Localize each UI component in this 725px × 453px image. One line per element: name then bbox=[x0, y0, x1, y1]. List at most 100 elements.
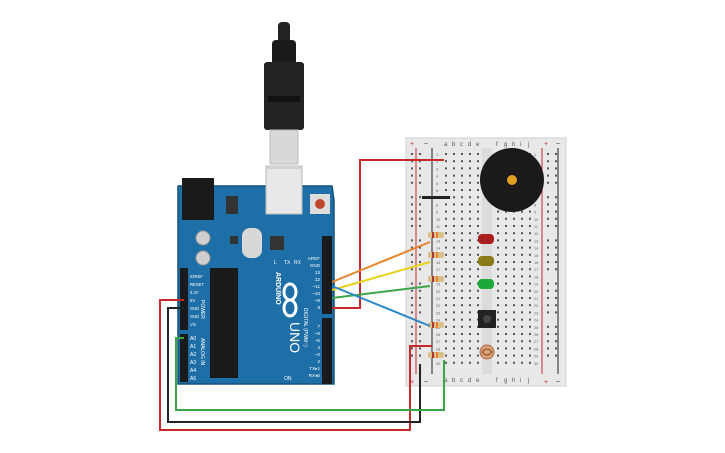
rail-hole bbox=[411, 210, 413, 213]
rail-hole bbox=[547, 239, 549, 242]
breadboard-hole bbox=[469, 174, 471, 177]
analog-pin-label: A0 bbox=[190, 336, 196, 342]
breadboard-hole bbox=[477, 268, 479, 271]
rail-hole bbox=[555, 210, 557, 213]
breadboard-hole bbox=[513, 304, 515, 307]
green-led bbox=[478, 279, 494, 289]
rail-hole bbox=[547, 225, 549, 227]
column-label: a bbox=[444, 142, 448, 148]
push-button bbox=[478, 310, 496, 328]
breadboard-hole bbox=[461, 217, 463, 220]
breadboard-hole bbox=[469, 196, 471, 199]
row-number: 11 bbox=[534, 225, 538, 229]
breadboard-hole bbox=[505, 304, 507, 307]
breadboard-hole bbox=[505, 261, 507, 263]
breadboard-hole bbox=[461, 304, 463, 307]
rail-hole bbox=[555, 347, 557, 350]
rail-hole bbox=[411, 181, 413, 184]
breadboard-hole bbox=[469, 297, 471, 299]
breadboard-hole bbox=[453, 217, 455, 220]
rail-hole bbox=[555, 304, 557, 307]
board-brand-label: ARDUINO bbox=[274, 272, 281, 305]
resistor-3 bbox=[428, 276, 444, 282]
breadboard-hole bbox=[469, 203, 471, 206]
breadboard-hole bbox=[513, 347, 515, 350]
breadboard-hole bbox=[477, 297, 479, 299]
breadboard-hole bbox=[469, 160, 471, 163]
rail-hole bbox=[555, 311, 557, 314]
breadboard-hole bbox=[461, 297, 463, 299]
breadboard-hole bbox=[477, 361, 479, 364]
breadboard-hole bbox=[497, 311, 499, 314]
breadboard-hole bbox=[477, 189, 479, 191]
column-label: c bbox=[460, 142, 463, 148]
power-pin-label: 5V bbox=[190, 298, 195, 303]
analog-label: ANALOG IN bbox=[199, 338, 205, 366]
rail-hole bbox=[547, 181, 549, 184]
breadboard-hole bbox=[529, 304, 531, 307]
power-pin-label: GND bbox=[190, 306, 199, 311]
breadboard-hole bbox=[513, 225, 515, 227]
breadboard-hole bbox=[505, 289, 507, 292]
rail-hole bbox=[547, 210, 549, 213]
breadboard-hole bbox=[453, 333, 455, 335]
breadboard-hole bbox=[461, 340, 463, 343]
breadboard-hole bbox=[477, 304, 479, 307]
breadboard-hole bbox=[513, 253, 515, 256]
row-number: 26 bbox=[436, 333, 440, 337]
breadboard-hole bbox=[529, 246, 531, 249]
rail-hole bbox=[547, 167, 549, 170]
breadboard-hole bbox=[521, 275, 523, 278]
row-number: 27 bbox=[436, 340, 440, 344]
breadboard-hole bbox=[529, 232, 531, 235]
breadboard-hole bbox=[469, 167, 471, 170]
power-pin-label: RESET bbox=[190, 282, 204, 287]
header-digital-low bbox=[322, 318, 332, 384]
rail-hole bbox=[419, 268, 421, 271]
digital-pin-label: ~11 bbox=[313, 284, 321, 289]
breadboard-hole bbox=[461, 189, 463, 191]
row-number: 21 bbox=[534, 297, 538, 301]
wire-green-analog bbox=[175, 337, 445, 411]
row-number: 22 bbox=[436, 304, 440, 308]
breadboard-hole bbox=[477, 174, 479, 177]
rail-hole bbox=[547, 282, 549, 285]
column-label: j bbox=[527, 142, 529, 148]
wire-orange bbox=[331, 241, 431, 283]
breadboard-hole bbox=[453, 174, 455, 177]
breadboard-hole bbox=[529, 225, 531, 227]
rail-hole bbox=[419, 282, 421, 285]
column-label: f bbox=[496, 142, 498, 148]
breadboard-hole bbox=[505, 275, 507, 278]
photoresistor bbox=[479, 344, 495, 360]
rail-hole bbox=[419, 160, 421, 163]
digital-pin-label: TX▸1 bbox=[309, 366, 320, 371]
breadboard-hole bbox=[469, 340, 471, 343]
rail-hole bbox=[555, 160, 557, 163]
breadboard-hole bbox=[453, 189, 455, 191]
breadboard-hole bbox=[477, 275, 479, 278]
breadboard-hole bbox=[461, 289, 463, 292]
breadboard-hole bbox=[453, 275, 455, 278]
rail-hole bbox=[419, 246, 421, 249]
breadboard-hole bbox=[521, 232, 523, 235]
row-number: 10 bbox=[534, 218, 538, 222]
digital-label: DIGITAL (PWM~) bbox=[302, 308, 308, 347]
rail-hole bbox=[419, 347, 421, 350]
rail-hole bbox=[547, 203, 549, 206]
row-number: 26 bbox=[534, 333, 538, 337]
rail-hole bbox=[547, 340, 549, 343]
rail-hole bbox=[547, 325, 549, 328]
rail-hole bbox=[555, 153, 557, 155]
rail-hole bbox=[555, 261, 557, 263]
rail-hole bbox=[555, 203, 557, 206]
rail-hole bbox=[547, 196, 549, 199]
breadboard-hole bbox=[497, 318, 499, 321]
breadboard-hole bbox=[453, 210, 455, 213]
breadboard-hole bbox=[445, 347, 447, 350]
breadboard-hole bbox=[477, 203, 479, 206]
digital-pin-label: 13 bbox=[315, 270, 321, 275]
rail-hole bbox=[419, 354, 421, 357]
breadboard-hole bbox=[477, 217, 479, 220]
rail-plus-left-bottom: + bbox=[410, 379, 414, 386]
